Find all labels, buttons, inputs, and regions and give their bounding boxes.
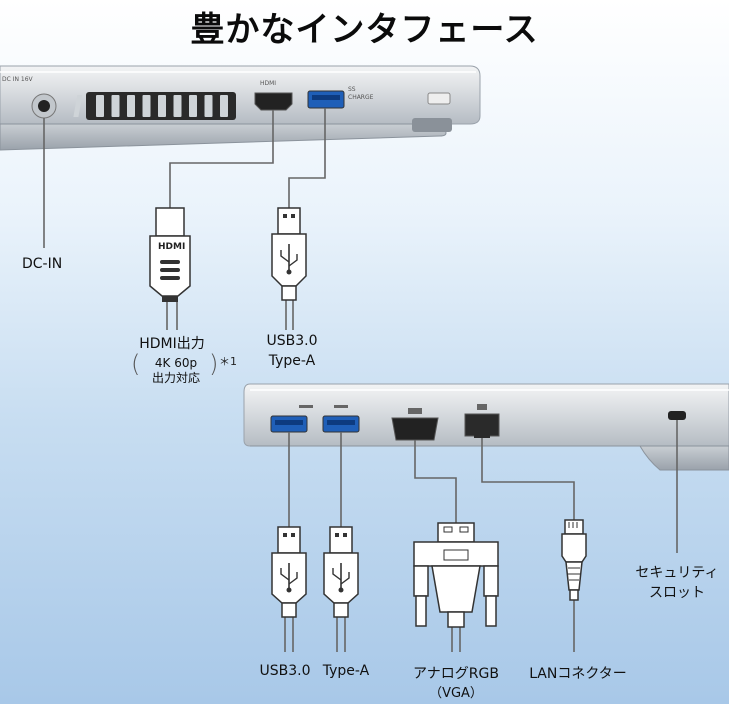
hdmi-plug-icon: [149, 207, 191, 302]
hdmi-plug-mark: HDMI: [158, 242, 186, 252]
page-title: 豊かなインタフェース: [190, 10, 539, 50]
top-laptop-side: [0, 65, 481, 151]
vga-connector-icon: [413, 522, 499, 628]
security-label-line1: セキュリティ: [635, 565, 719, 581]
vga-label-line2: （VGA）: [429, 686, 483, 701]
hdmi-note: 4K 60p 出力対応: [152, 356, 200, 386]
vent-slat: [142, 95, 151, 117]
charge-mark: CHARGE: [348, 94, 374, 101]
vent-slat: [158, 95, 166, 117]
top-cables: [43, 108, 326, 330]
dc-in-label: DC-IN: [22, 256, 63, 272]
lan-label: LANコネクター: [529, 666, 627, 682]
hdmi-note-open-paren: (: [131, 350, 141, 378]
vent-slat: [204, 95, 213, 117]
vent-slat: [173, 95, 182, 117]
usb-plug-icon-bottom-1: [271, 526, 307, 618]
usb-port-mark: SS: [348, 86, 356, 93]
lan-connector-icon: [561, 519, 587, 601]
hdmi-port-mark: HDMI: [260, 80, 277, 87]
usb-label-line2: Type-A: [268, 353, 316, 369]
dc-in-mark: DC IN 16V: [2, 76, 33, 83]
vent-slat: [127, 95, 135, 117]
hdmi-note-line1: 4K 60p: [154, 356, 198, 370]
hdmi-note-line2: 出力対応: [151, 371, 201, 385]
bottom-laptop-side: [243, 383, 729, 471]
bottom-type-a-label: Type-A: [322, 663, 370, 679]
usb-plug-icon-top: [271, 207, 307, 301]
bottom-usb-label: USB3.0: [259, 663, 311, 679]
hdmi-output-label: HDMI出力: [139, 336, 205, 352]
usb-plug-icon-bottom-2: [323, 526, 359, 618]
vga-label-line1: アナログRGB: [413, 666, 499, 682]
security-label-line2: スロット: [649, 585, 705, 601]
usb-label-line1: USB3.0: [266, 333, 318, 349]
hdmi-footnote: ＊1: [219, 355, 237, 368]
vent-slat: [189, 95, 197, 117]
hdmi-note-close-paren: ): [209, 350, 219, 378]
vent-slat: [111, 95, 120, 117]
vent-slat: [220, 95, 228, 117]
port-markings: [299, 404, 487, 414]
bottom-cables: [284, 420, 678, 652]
vent-slat: [96, 95, 104, 117]
